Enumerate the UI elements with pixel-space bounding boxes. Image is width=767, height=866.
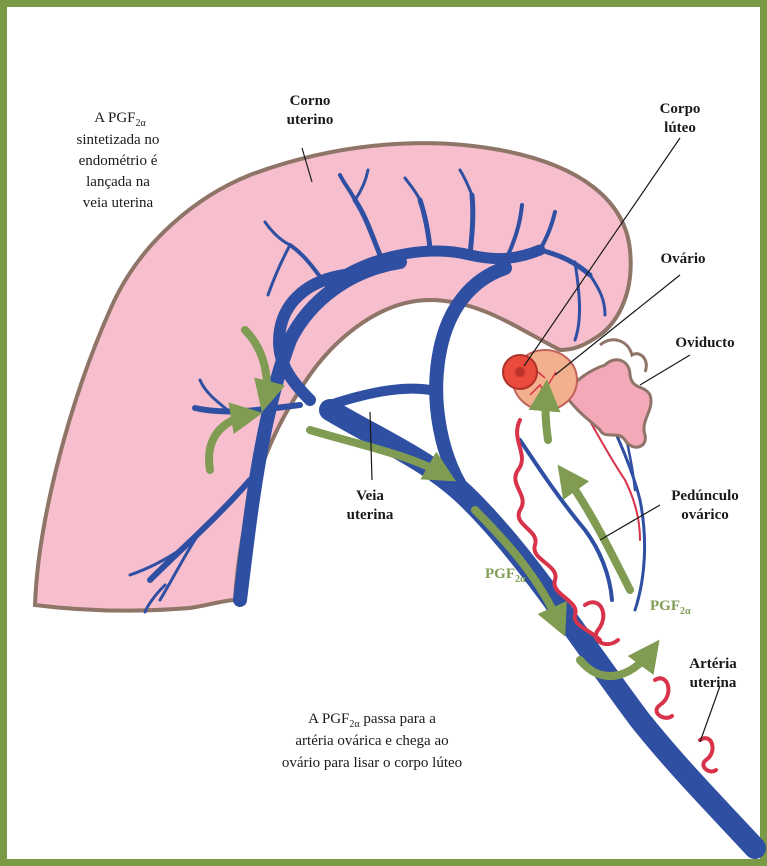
label-veia-uterina-2: uterina [347, 507, 394, 523]
note-pgf-synthesis: A PGF2α sintetizada no endométrio é lanç… [77, 110, 160, 211]
note-bottom-line3: ovário para lisar o corpo lúteo [282, 755, 462, 771]
note-top-line1: A PGF2α [94, 110, 146, 129]
label-pedunculo-ovarico-2: ovárico [681, 507, 728, 523]
note-top-line3: endométrio é [79, 153, 158, 169]
note-top-line5: veia uterina [83, 195, 154, 211]
pgf-label-right: PGF2α [650, 598, 691, 617]
label-corno-uterino-1: Corno [290, 93, 331, 109]
label-arteria-uterina-2: uterina [690, 675, 737, 691]
label-corpo-luteo-1: Corpo [660, 101, 701, 117]
note-bottom-line2: artéria ovárica e chega ao [295, 733, 448, 749]
label-oviducto: Oviducto [675, 335, 734, 351]
note-top-line2: sintetizada no [77, 132, 160, 148]
label-corno-uterino-2: uterino [287, 112, 334, 128]
note-top-line4: lançada na [86, 174, 150, 190]
label-ovario: Ovário [661, 251, 706, 267]
label-corpo-luteo-2: lúteo [664, 120, 696, 136]
label-arteria-uterina-1: Artéria [689, 656, 737, 672]
note-pgf-transfer: A PGF2α passa para a artéria ovárica e c… [282, 711, 462, 771]
label-pedunculo-ovarico-1: Pedúnculo [671, 488, 739, 504]
oviduct [565, 340, 651, 447]
corpus-luteum [503, 355, 537, 389]
label-veia-uterina-1: Veia [356, 488, 384, 504]
note-bottom-line1: A PGF2α passa para a [308, 711, 436, 730]
